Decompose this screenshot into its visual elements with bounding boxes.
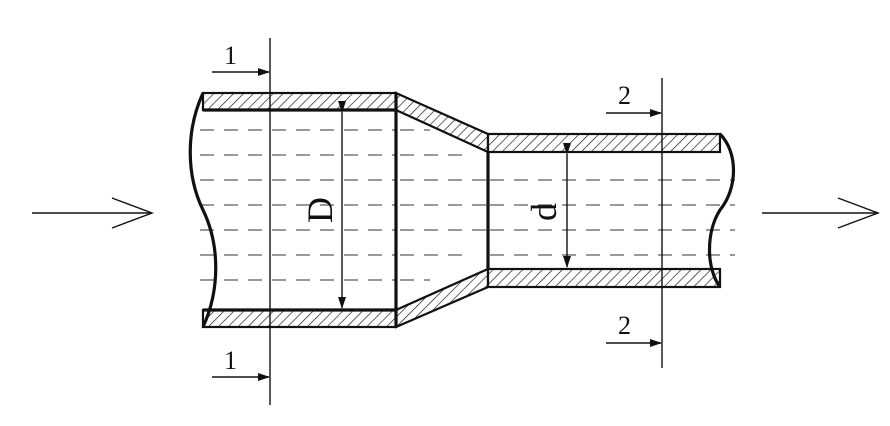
inflow-arrow bbox=[32, 197, 154, 229]
section-1-bottom-label: 1 bbox=[224, 346, 237, 375]
small-pipe-bottom-wall bbox=[486, 267, 722, 289]
outflow-arrow bbox=[762, 197, 880, 229]
cone-top-wall bbox=[394, 91, 490, 154]
large-pipe-bottom-wall bbox=[201, 308, 398, 329]
pipe-outline bbox=[203, 93, 490, 327]
section-2-bottom-label: 2 bbox=[618, 311, 631, 340]
fluid-lines-small-pipe bbox=[490, 179, 735, 256]
large-pipe-top-wall bbox=[201, 91, 398, 112]
left-break-line bbox=[188, 92, 218, 328]
right-break-line bbox=[707, 132, 736, 288]
small-pipe-top-wall bbox=[486, 132, 722, 154]
cone-bottom-wall bbox=[394, 267, 490, 329]
fluid-lines-large-pipe bbox=[200, 129, 395, 281]
large-diameter-label: D bbox=[300, 197, 340, 223]
section-2-top-label: 2 bbox=[618, 81, 631, 110]
fluid-lines-cone bbox=[400, 129, 488, 281]
section-1-top-label: 1 bbox=[224, 41, 237, 70]
small-diameter-label: d bbox=[524, 203, 564, 221]
